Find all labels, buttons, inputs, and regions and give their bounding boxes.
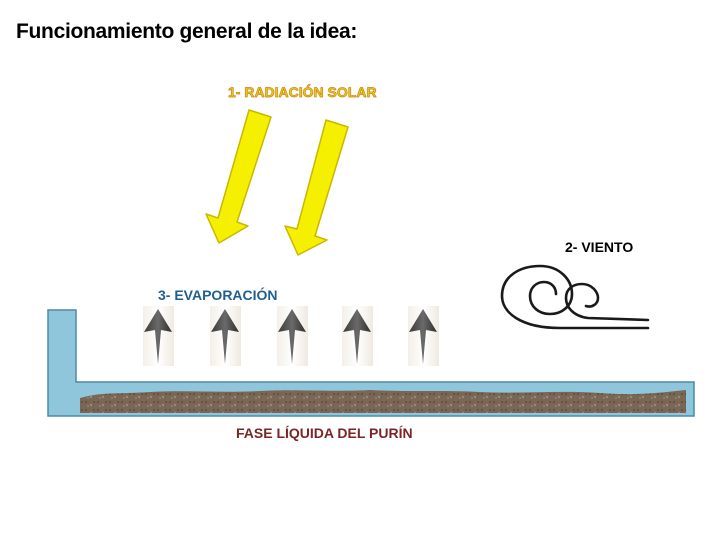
wind-swirl-icon — [500, 264, 650, 330]
sludge-layer — [80, 390, 686, 413]
solar-radiation-label: 1- RADIACIÓN SOLAR — [228, 84, 377, 100]
sun-ray-arrow-icon — [284, 119, 349, 256]
solar-arrows — [205, 109, 349, 256]
sun-ray-arrow-icon — [205, 109, 272, 244]
page-title: Funcionamiento general de la idea: — [16, 20, 358, 43]
tank — [47, 309, 695, 417]
up-arrow-icon — [143, 306, 174, 366]
evaporation-label: 3- EVAPORACIÓN — [158, 287, 278, 303]
evaporation-arrows — [143, 306, 439, 366]
up-arrow-icon — [408, 306, 439, 366]
wind-label: 2- VIENTO — [565, 239, 634, 255]
up-arrow-icon — [342, 306, 373, 366]
up-arrow-icon — [210, 306, 241, 366]
up-arrow-icon — [277, 306, 308, 366]
liquid-phase-label: FASE LÍQUIDA DEL PURÍN — [236, 425, 413, 441]
